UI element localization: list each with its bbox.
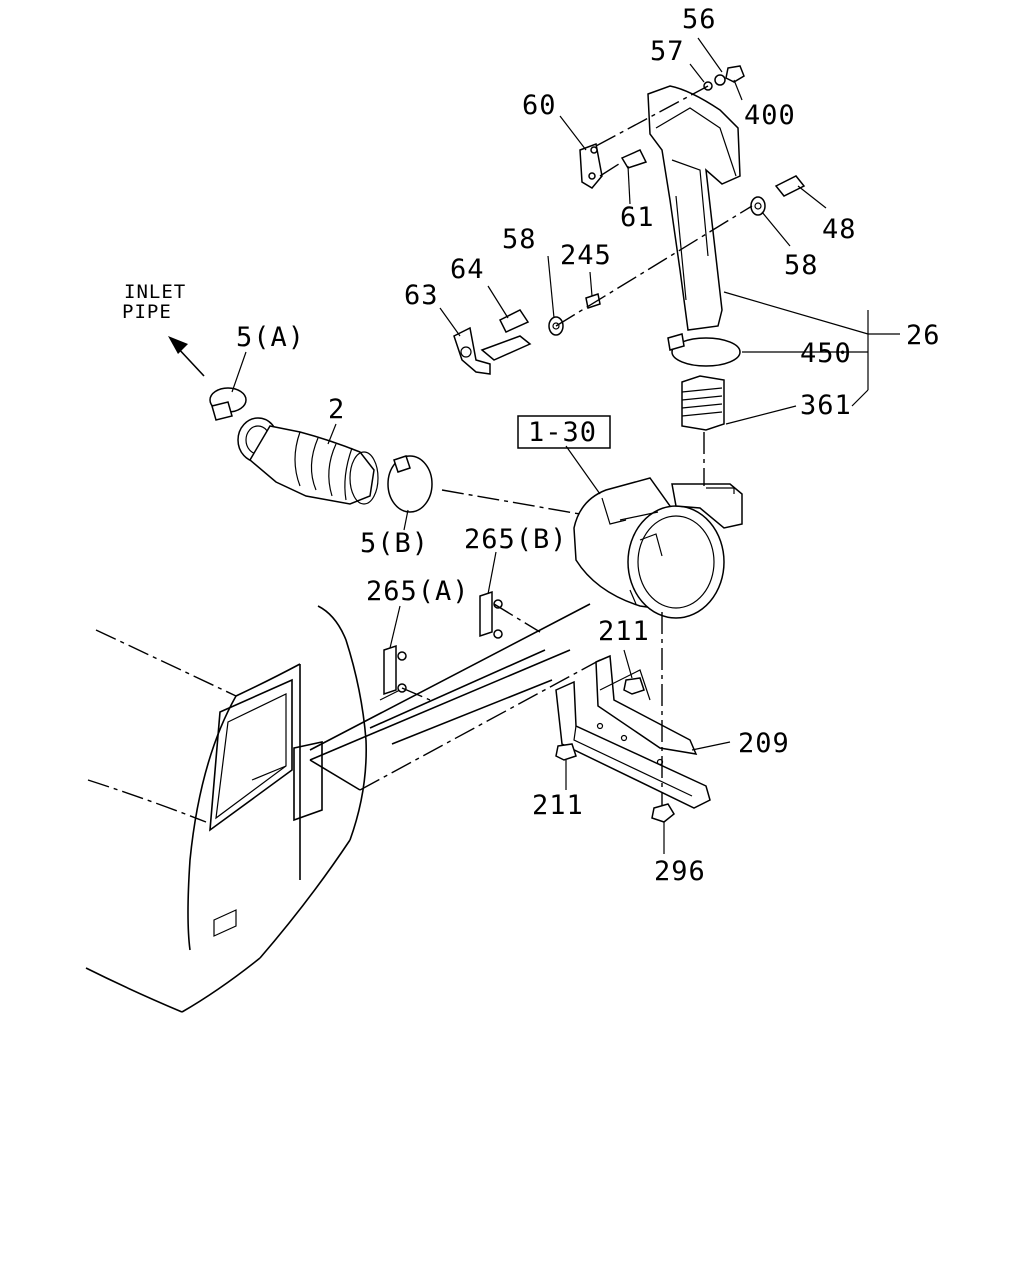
callout-56: 56 <box>682 4 717 35</box>
callout-58-left: 58 <box>502 224 537 255</box>
truck-cab <box>85 605 367 1013</box>
bracket-209 <box>555 654 711 809</box>
group-ref-box <box>517 415 611 449</box>
callout-63: 63 <box>404 280 439 311</box>
air-cleaner-body <box>573 477 743 619</box>
bracket-60 <box>579 142 603 189</box>
precleaner-stalk <box>647 85 741 331</box>
nut-296 <box>651 803 675 823</box>
callout-245: 245 <box>560 240 612 271</box>
collar-245 <box>585 293 601 309</box>
callout-26: 26 <box>906 320 941 351</box>
callout-61: 61 <box>620 202 655 233</box>
hardware-56-57-400 <box>703 65 745 91</box>
nut-211-bottom <box>555 743 577 761</box>
callout-60: 60 <box>522 90 557 121</box>
bolt-64 <box>498 309 530 333</box>
callout-265a: 265(A) <box>366 576 470 607</box>
callout-361: 361 <box>800 390 852 421</box>
callout-296: 296 <box>654 856 706 887</box>
inlet-label-line1: INLET <box>124 281 186 303</box>
clamp-5b <box>387 455 433 513</box>
callout-64: 64 <box>450 254 485 285</box>
callout-209: 209 <box>738 728 790 759</box>
callout-58-right: 58 <box>784 250 819 281</box>
element-361 <box>681 375 725 431</box>
leader-lines <box>231 37 900 854</box>
stay-63 <box>453 326 532 375</box>
callout-57: 57 <box>650 36 685 67</box>
band-450 <box>667 333 741 367</box>
side-rail <box>309 603 601 791</box>
callout-400: 400 <box>744 100 796 131</box>
clip-265a <box>383 644 407 696</box>
callout-450: 450 <box>800 338 852 369</box>
callout-48: 48 <box>822 214 857 245</box>
inlet-label-line2: PIPE <box>122 301 172 323</box>
group-ref-label: 1-30 <box>528 417 597 448</box>
washer-58-right <box>750 196 766 216</box>
inlet-hose-2 <box>237 417 379 505</box>
callout-2: 2 <box>328 394 345 425</box>
nut-211-top <box>623 677 645 695</box>
callout-5a: 5(A) <box>236 322 305 353</box>
callout-265b: 265(B) <box>464 524 568 555</box>
inlet-arrow <box>168 336 205 377</box>
bolt-48 <box>774 175 806 197</box>
callout-211-top: 211 <box>598 616 650 647</box>
bolt-61 <box>620 149 648 169</box>
clip-265b <box>479 590 503 639</box>
callout-211-bottom: 211 <box>532 790 584 821</box>
clamp-5a <box>209 387 247 421</box>
callout-5b: 5(B) <box>360 528 429 559</box>
